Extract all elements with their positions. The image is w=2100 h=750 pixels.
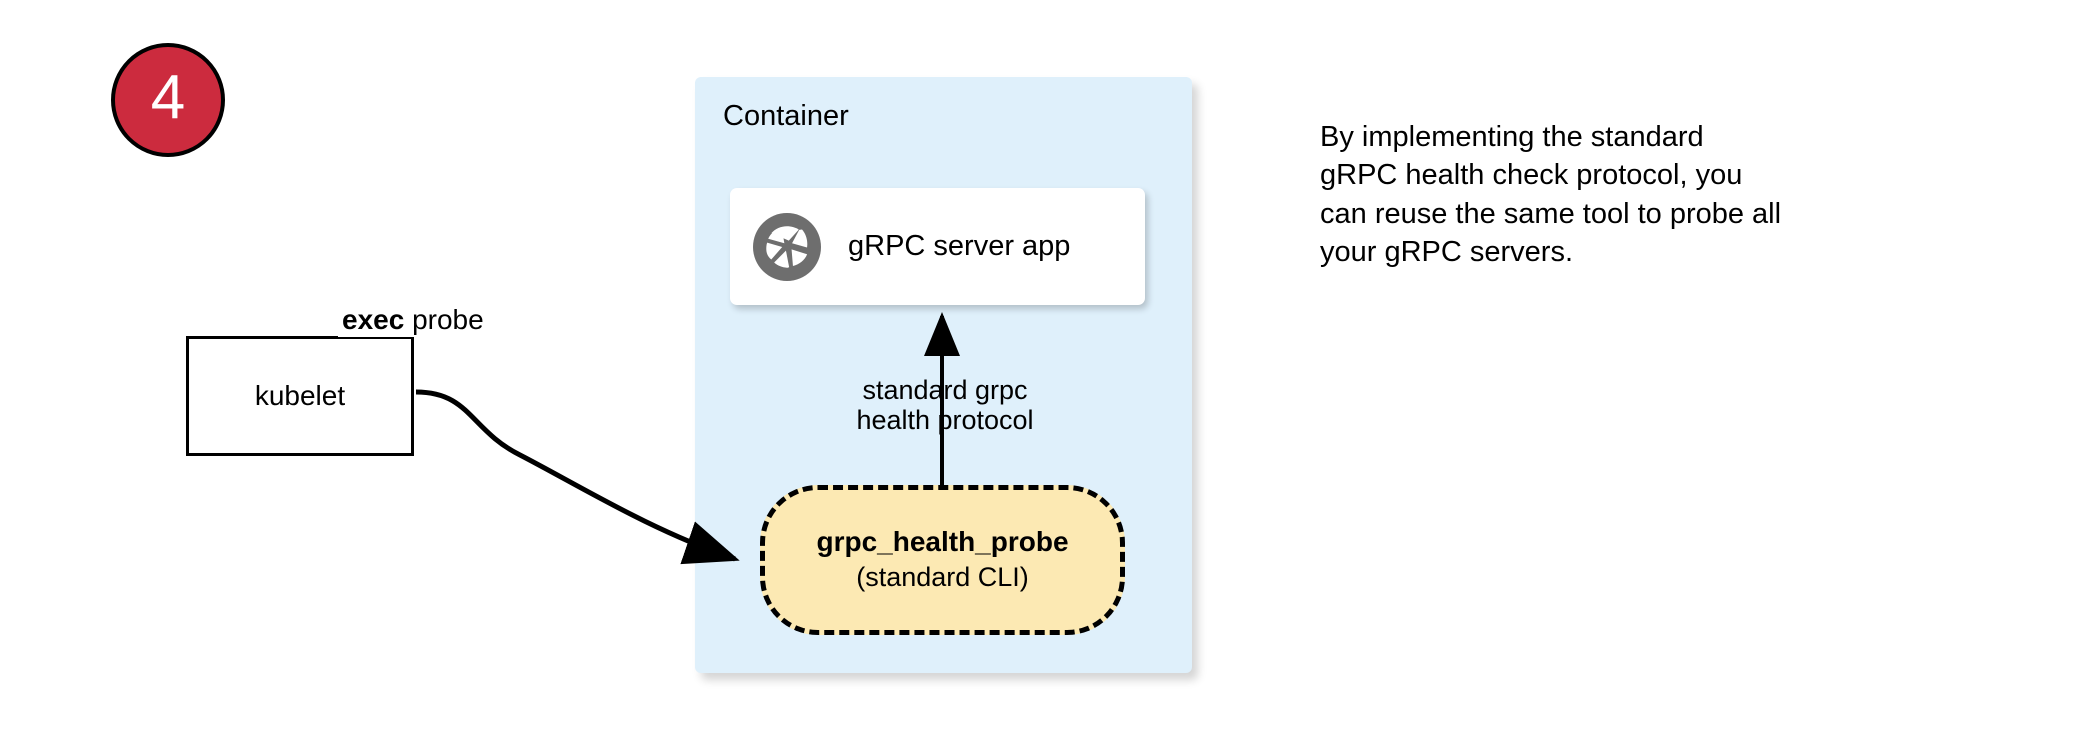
exec-probe-label-bold: exec [342, 304, 405, 335]
step-number-badge: 4 [111, 43, 225, 157]
kubelet-label: kubelet [254, 380, 346, 411]
aperture-icon [753, 212, 821, 281]
health-protocol-label-line1: standard grpc [862, 375, 1028, 405]
grpc-server-app-label: gRPC server app [848, 230, 1071, 262]
exec-probe-arrow [415, 389, 740, 565]
side-note-line-2: gRPC health check protocol, you [1320, 159, 1743, 192]
side-note-line-3: can reuse the same tool to probe all [1320, 197, 1782, 230]
exec-probe-label-rest: probe [404, 304, 484, 335]
grpc-health-probe-title: grpc_health_probe [816, 526, 1069, 558]
grpc-health-probe-subtitle: (standard CLI) [856, 561, 1029, 592]
step-number-label: 4 [150, 63, 186, 132]
container-title: Container [723, 100, 849, 132]
health-protocol-label-line2: health protocol [856, 405, 1034, 436]
grpc-server-app-card: gRPC server app [730, 188, 1145, 305]
side-note-line-1: By implementing the standard [1320, 121, 1704, 153]
side-note: By implementing the standard gRPC health… [1320, 118, 1920, 271]
exec-probe-label: exec probe [338, 303, 488, 337]
side-note-line-4: your gRPC servers. [1320, 235, 1574, 268]
grpc-health-probe-box: grpc_health_probe (standard CLI) [760, 485, 1125, 635]
health-protocol-label: standard grpc health protocol [795, 373, 1095, 438]
kubelet-box: kubelet [186, 336, 414, 456]
